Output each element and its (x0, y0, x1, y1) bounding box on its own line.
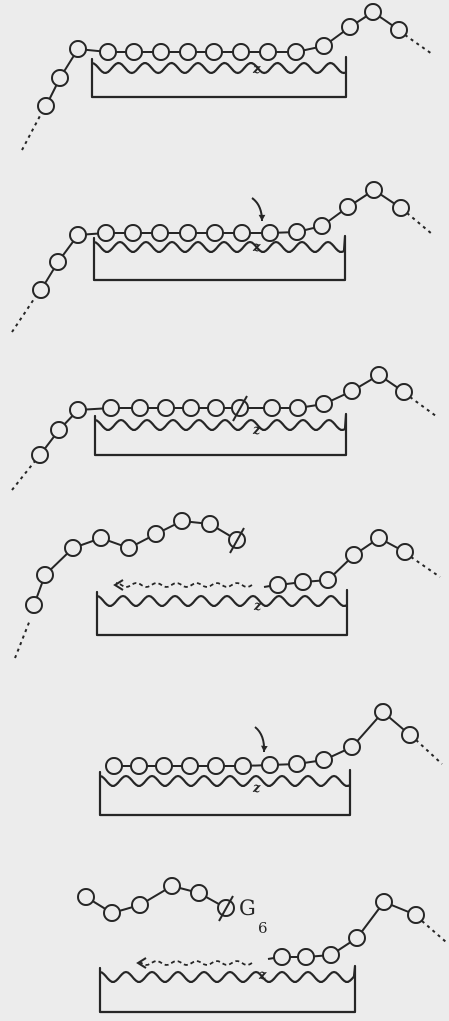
sugar-unit (408, 907, 424, 923)
sugar-unit (126, 44, 142, 60)
sugar-unit (234, 225, 250, 241)
sugar-unit (344, 739, 360, 755)
product-label: G (239, 896, 256, 920)
sugar-unit (340, 199, 356, 215)
sugar-unit (264, 400, 280, 416)
sugar-unit (148, 526, 164, 542)
sugar-unit (262, 225, 278, 241)
sugar-unit (371, 530, 387, 546)
sugar-unit (365, 4, 381, 20)
sugar-unit (125, 225, 141, 241)
sugar-unit (270, 577, 286, 593)
sugar-unit (132, 400, 148, 416)
sugar-unit (206, 44, 222, 60)
sugar-unit (342, 19, 358, 35)
sugar-unit (260, 44, 276, 60)
sugar-unit (207, 225, 223, 241)
sugar-unit (131, 758, 147, 774)
catalytic-site-label: z (252, 781, 261, 796)
sugar-unit (121, 540, 137, 556)
sugar-unit (65, 540, 81, 556)
sugar-unit (316, 752, 332, 768)
sugar-unit (375, 704, 391, 720)
sugar-unit (152, 225, 168, 241)
sugar-unit (396, 384, 412, 400)
sugar-unit (295, 574, 311, 590)
sugar-unit (158, 400, 174, 416)
sugar-unit (235, 758, 251, 774)
sugar-unit (298, 949, 314, 965)
sugar-unit (208, 400, 224, 416)
sugar-unit (376, 894, 392, 910)
sugar-unit (323, 947, 339, 963)
sugar-unit (314, 218, 330, 234)
sugar-unit (180, 225, 196, 241)
sugar-unit (153, 44, 169, 60)
sugar-unit (289, 756, 305, 772)
sugar-unit (202, 516, 218, 532)
sugar-unit (33, 282, 49, 298)
sugar-unit (346, 547, 362, 563)
sugar-unit (391, 22, 407, 38)
sugar-unit (32, 447, 48, 463)
sugar-unit (366, 182, 382, 198)
sugar-unit (316, 38, 332, 54)
catalytic-site-label: z (252, 62, 261, 77)
sugar-unit (132, 897, 148, 913)
sugar-unit (100, 44, 116, 60)
product-label-subscript: 6 (258, 919, 268, 937)
sugar-unit (344, 383, 360, 399)
sugar-unit (98, 225, 114, 241)
sugar-unit (320, 572, 336, 588)
catalytic-site-label: z (253, 599, 262, 614)
sugar-unit (156, 758, 172, 774)
sugar-unit (174, 513, 190, 529)
sugar-unit (51, 422, 67, 438)
sugar-unit (38, 98, 54, 114)
sugar-unit (290, 400, 306, 416)
catalytic-site-label: z (252, 240, 261, 255)
sugar-unit (26, 597, 42, 613)
catalytic-site-label: z (258, 968, 267, 983)
sugar-unit (371, 367, 387, 383)
sugar-unit (93, 530, 109, 546)
sugar-unit (183, 400, 199, 416)
sugar-unit (233, 44, 249, 60)
sugar-unit (52, 70, 68, 86)
sugar-unit (37, 567, 53, 583)
sugar-unit (104, 905, 120, 921)
sugar-unit (289, 224, 305, 240)
sugar-unit (316, 396, 332, 412)
sugar-unit (191, 885, 207, 901)
sugar-unit (78, 889, 94, 905)
sugar-unit (288, 44, 304, 60)
sugar-unit (262, 757, 278, 773)
sugar-unit (103, 400, 119, 416)
sugar-unit (349, 930, 365, 946)
sugar-unit (106, 758, 122, 774)
sugar-unit (274, 949, 290, 965)
catalytic-site-label: z (252, 423, 261, 438)
sugar-unit (50, 254, 66, 270)
sugar-unit (180, 44, 196, 60)
sugar-unit (182, 758, 198, 774)
sugar-unit (164, 878, 180, 894)
sugar-unit (70, 402, 86, 418)
sugar-unit (393, 200, 409, 216)
sugar-unit (208, 758, 224, 774)
sugar-unit (70, 41, 86, 57)
sugar-unit (70, 227, 86, 243)
